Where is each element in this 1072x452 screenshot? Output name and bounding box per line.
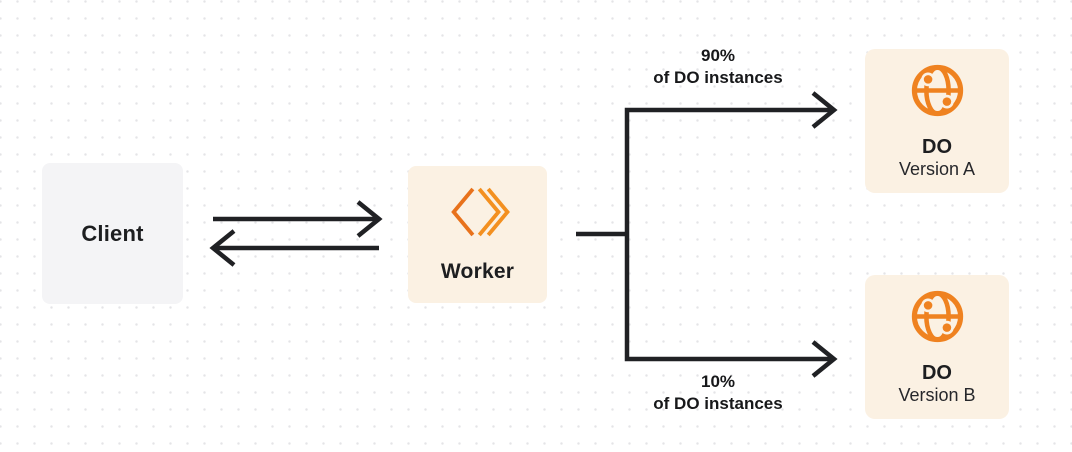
- do-b-title: DO: [921, 362, 952, 384]
- globe-dot-upper: [923, 75, 932, 84]
- branch-arrowhead-bottom: [811, 340, 838, 378]
- worker-node: Worker: [408, 166, 547, 303]
- bottom-branch-percent: 10%: [700, 372, 736, 391]
- worker-label: Worker: [440, 260, 515, 283]
- globe-dot-upper: [923, 301, 932, 310]
- arrow-worker-to-client-head: [209, 229, 236, 267]
- do-version-b-node: DO Version B: [865, 275, 1009, 419]
- workers-icon-right-chevron: [486, 187, 510, 237]
- top-branch-caption: of DO instances: [653, 68, 783, 87]
- durable-object-globe-icon: [911, 64, 963, 117]
- globe-dot-lower: [942, 97, 951, 106]
- top-branch-percent: 90%: [700, 46, 736, 65]
- client-node: Client: [42, 163, 183, 304]
- workers-icon: [450, 187, 510, 237]
- do-version-a-node: DO Version A: [865, 49, 1009, 193]
- workers-icon-left-angle: [450, 187, 474, 237]
- globe-meridians: [923, 291, 951, 342]
- branch-trunk-line: [624, 107, 831, 362]
- arrow-client-to-worker-head: [356, 200, 383, 238]
- do-b-subtitle: Version B: [898, 385, 976, 405]
- do-a-title: DO: [922, 136, 952, 158]
- do-a-subtitle: Version A: [898, 159, 976, 179]
- client-label: Client: [81, 220, 144, 246]
- bottom-branch-caption: of DO instances: [653, 394, 783, 413]
- workers-icon-mid-chevron: [477, 187, 501, 237]
- bottom-branch-label: 10% of DO instances: [616, 371, 820, 415]
- globe-meridians: [923, 65, 951, 116]
- branch-arrowhead-top: [811, 91, 838, 129]
- top-branch-label: 90% of DO instances: [616, 45, 820, 89]
- globe-dot-lower: [942, 323, 951, 332]
- durable-object-globe-icon: [911, 290, 963, 343]
